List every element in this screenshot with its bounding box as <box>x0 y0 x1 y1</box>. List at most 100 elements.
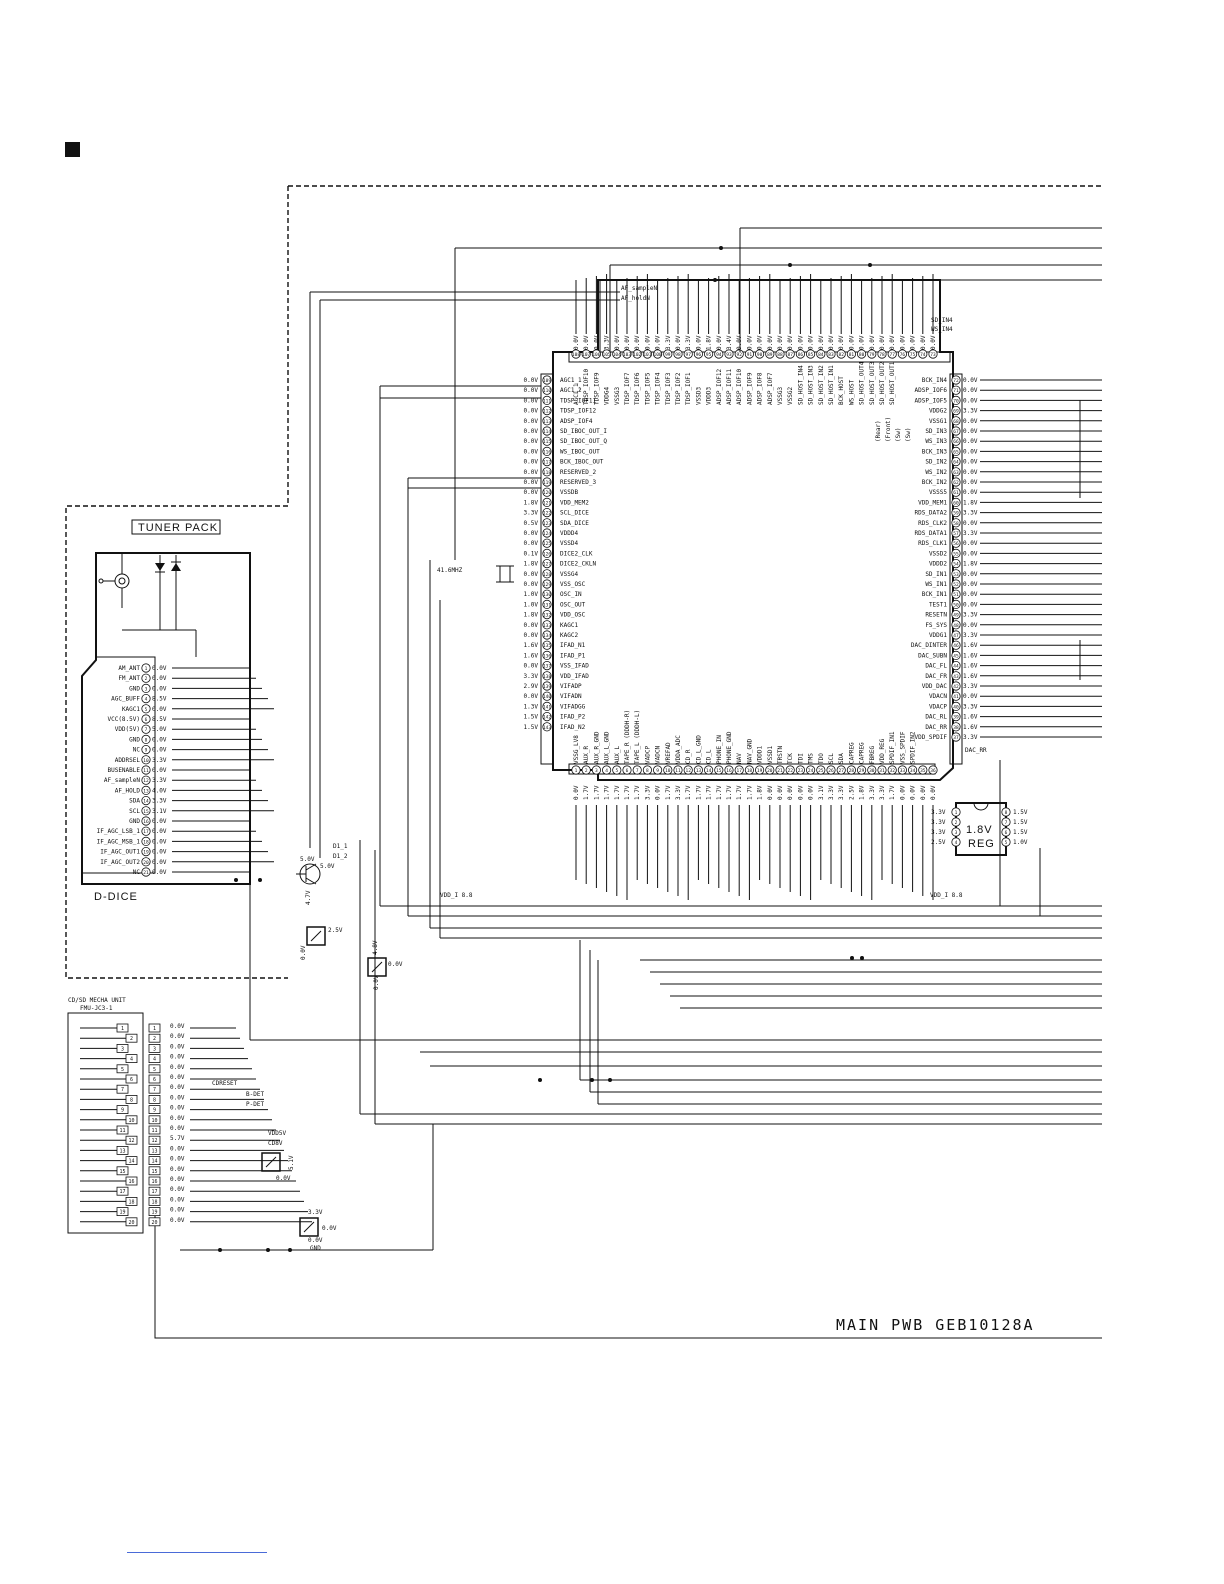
ic-pin-circle: 22 <box>785 765 795 775</box>
ic-pin-circle: 45 <box>951 650 961 661</box>
tuner-pin-name: GND <box>129 736 140 743</box>
ic-pin-circle: 65 <box>951 446 961 456</box>
pin-number: 101 <box>643 352 651 358</box>
ic-pin-voltage: 0.0V <box>963 377 978 384</box>
ic-pin-circle: 80 <box>856 349 867 359</box>
ic-pin-voltage: 0.0V <box>963 571 978 578</box>
pin-number: 118 <box>543 470 551 476</box>
pin-number: 5 <box>615 768 618 774</box>
ic-pin-voltage: 3.3V <box>604 335 611 350</box>
ic-pin-name: AUX_L <box>614 746 621 764</box>
crystal-label: 41.6MHZ <box>437 567 463 574</box>
ic-pin-name: VIFADP <box>560 683 582 690</box>
ic-pin-voltage: 1.5V <box>524 724 539 731</box>
ic-pin-circle: 107 <box>581 349 591 359</box>
dac-rr-label: DAC_RR <box>965 747 987 754</box>
pin-number: 79 <box>869 352 875 358</box>
tuner-pin-circle: 1 <box>141 663 151 673</box>
antenna-icon <box>98 552 130 608</box>
ic-pin-name: TAPE_L (DDDH-L) <box>634 710 641 764</box>
ic-pin-name: VSSG1 <box>929 418 947 425</box>
ic-pin-circle: 24 <box>805 765 816 775</box>
mecha-unit-outline <box>67 1012 144 1234</box>
pin-number: 109 <box>543 378 551 384</box>
ic-pin-voltage: 1.3V <box>524 703 539 710</box>
pin-number: 7 <box>145 727 148 733</box>
pin-number: 70 <box>953 398 959 404</box>
q1-right-voltage: 5.0V <box>320 863 335 870</box>
tuner-pin-name: AF_sampleN <box>104 777 141 784</box>
ic-pin-name: SCL_DICE <box>560 510 589 517</box>
ic-side-label-group: (Rear) (Front) (Sw) (Sw) <box>875 417 912 442</box>
pin-number: 106 <box>592 352 600 358</box>
tuner-pack-title: TUNER PACK <box>138 522 218 534</box>
pin-number: 91 <box>747 352 753 358</box>
pin-number: 1 <box>955 810 958 816</box>
pin-number: 85 <box>808 352 814 358</box>
pin-number: 19 <box>757 768 763 774</box>
pin-number: 121 <box>543 500 551 506</box>
pin-number: 124 <box>543 531 551 537</box>
main-connector-pin-number: 12 <box>151 1138 157 1144</box>
reg-pin-circle: 6 <box>1001 827 1011 837</box>
ic-pin-name: ADSP_IOF8 <box>757 372 764 405</box>
pin-number: 137 <box>543 664 551 670</box>
ic-pin-name: BCK_IN3 <box>922 448 948 455</box>
q5-voltage-3: 0.0V <box>308 1237 323 1244</box>
ic-pin-name: AGC1_2 <box>560 387 582 394</box>
main-connector-pin-number: 17 <box>151 1189 157 1195</box>
ic-pin-circle: 57 <box>951 528 961 538</box>
ic-pin-name: VDDG2 <box>929 408 947 415</box>
mecha-unit-pin-number: 8 <box>130 1097 133 1103</box>
pin-number: 47 <box>953 633 959 639</box>
ic-pin-circle: 37 <box>951 732 961 742</box>
pin-number: 111 <box>543 398 551 404</box>
pin-number: 32 <box>889 768 895 774</box>
mecha-pin-voltage: 0.0V <box>170 1023 185 1030</box>
ic-pin-voltage: 0.0V <box>963 387 978 394</box>
ic-pin-voltage: 0.0V <box>593 335 600 350</box>
ic-pin-circle: 131 <box>542 599 552 610</box>
ic-pin-voltage: 1.5V <box>524 714 539 721</box>
pin-number: 14 <box>143 799 149 805</box>
ic-pin-voltage: 0.0V <box>524 622 539 629</box>
reg-pin-voltage: 1.5V <box>1013 829 1028 836</box>
ic-pin-circle: 41 <box>951 691 961 701</box>
pin-number: 107 <box>582 352 590 358</box>
mecha-unit-pin-number: 3 <box>121 1046 124 1052</box>
mecha-unit-pin-number: 1 <box>121 1026 124 1032</box>
ic-pin-name: SD_IN3 <box>925 428 947 435</box>
tuner-pin-name: FM_ANT <box>118 675 140 682</box>
ic-pin-circle: 4 <box>601 765 612 775</box>
ic-pin-voltage: 0.0V <box>963 693 978 700</box>
main-connector-pin-number: 9 <box>153 1108 156 1114</box>
ic-pin-name: RDS_DATA1 <box>914 530 947 537</box>
ic-pin-name: TRSTN <box>777 746 784 764</box>
main-connector-pin-number: 16 <box>151 1179 157 1185</box>
ic-pin-circle: 89 <box>765 349 775 359</box>
ic-pin-voltage: 1.6V <box>963 652 978 659</box>
ic-pin-circle: 46 <box>951 640 961 650</box>
main-pwb-outline <box>154 1215 1102 1339</box>
